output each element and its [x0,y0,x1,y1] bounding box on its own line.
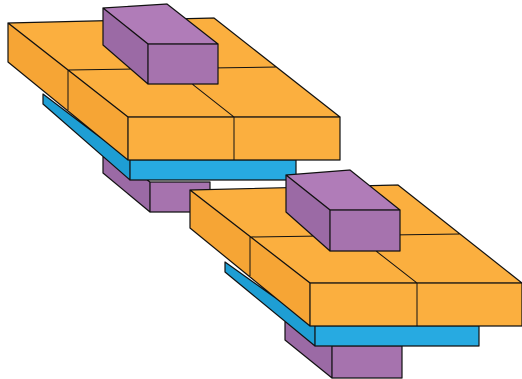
blue-spacer-plate [42,93,297,181]
plate-front-face [309,282,522,327]
bottom-purple-block [284,317,403,379]
assembly-lower-right [189,169,522,379]
top-purple-block [285,169,401,252]
top-purple-block [102,3,219,85]
spacer-face [314,325,480,347]
block-front-face [329,209,401,252]
spacer-face [129,159,297,181]
assembly-upper-left [7,3,341,213]
block-front-face [331,345,403,379]
block-front-face [147,43,219,85]
blue-spacer-plate [224,261,480,347]
